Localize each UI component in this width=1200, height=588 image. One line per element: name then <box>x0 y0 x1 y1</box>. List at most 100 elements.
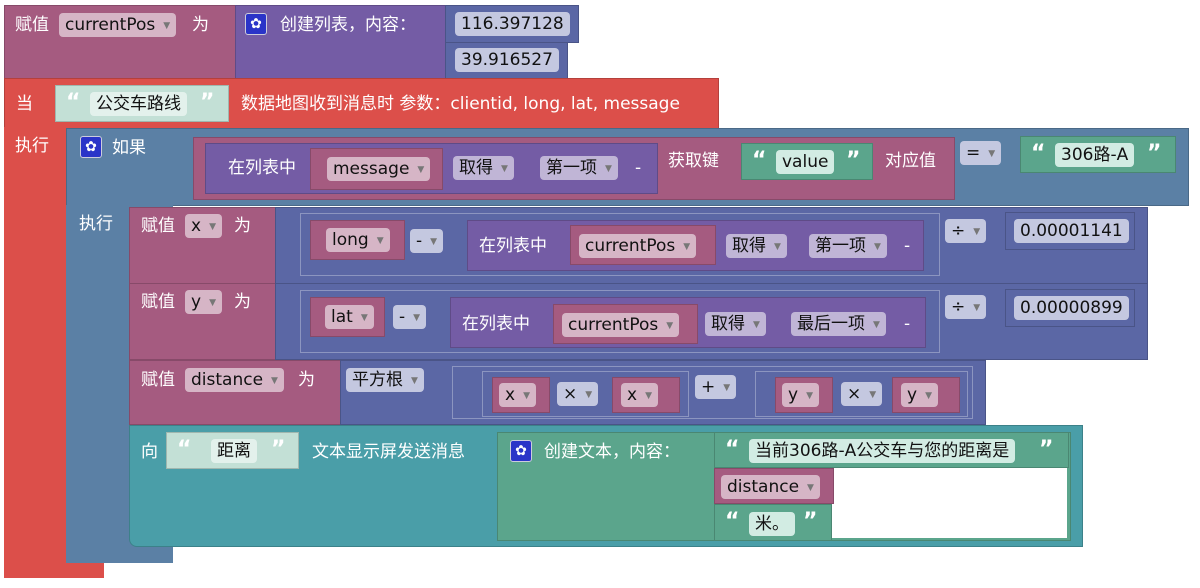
text-field[interactable]: 公交车路线 <box>90 92 187 116</box>
get-mode-dropdown[interactable]: 取得▼ <box>705 312 766 336</box>
number-block[interactable]: 0.00001141 <box>1005 212 1135 250</box>
dropdown-arrow-icon: ▼ <box>209 222 216 232</box>
dropdown-value: long <box>332 230 369 250</box>
operator-dropdown[interactable]: ÷▼ <box>945 219 987 243</box>
dropdown-value: - <box>416 231 423 251</box>
operator-dropdown[interactable]: ×▼ <box>557 382 599 406</box>
set-currentpos-block[interactable]: 赋值 currentPos▼ 为 <box>4 5 236 79</box>
dropdown-value: 平方根 <box>352 370 403 390</box>
position-dropdown[interactable]: 最后一项▼ <box>791 312 886 336</box>
text-field[interactable]: 距离 <box>211 439 257 463</box>
variable-block-message[interactable]: message▼ <box>310 148 443 190</box>
dropdown-arrow-icon: ▼ <box>501 164 508 174</box>
dropdown-arrow-icon: ▼ <box>585 390 593 400</box>
variable-dropdown[interactable]: currentPos▼ <box>562 313 680 337</box>
dropdown-value: x <box>627 385 638 405</box>
dropdown-arrow-icon: ▼ <box>753 320 760 330</box>
dropdown-value: + <box>701 377 716 397</box>
text-field[interactable]: value <box>776 150 835 174</box>
dropdown-value: y <box>907 385 918 405</box>
variable-dropdown[interactable]: message▼ <box>327 157 431 181</box>
variable-block-currentpos[interactable]: currentPos▼ <box>553 304 698 344</box>
text-field[interactable]: 米。 <box>749 512 795 536</box>
create-list-block[interactable]: ✿ 创建列表，内容： <box>235 5 446 79</box>
function-dropdown[interactable]: 平方根 ▼ <box>346 368 424 392</box>
text-field[interactable]: 306路-A <box>1055 143 1135 167</box>
operator-dropdown[interactable]: -▼ <box>393 305 427 329</box>
compare-operator-dropdown[interactable]: =▼ <box>960 141 1002 165</box>
variable-block-y[interactable]: y▼ <box>892 377 960 413</box>
set-y-block[interactable]: 赋值 y▼ 为 <box>129 283 276 360</box>
set-label: 赋值 <box>141 370 175 390</box>
variable-dropdown[interactable]: y▼ <box>782 383 819 407</box>
text-block-key[interactable]: “ value ” <box>741 143 873 180</box>
dropdown-arrow-icon: ▼ <box>869 390 877 400</box>
number-field[interactable]: 116.397128 <box>455 12 570 36</box>
if-label: 如果 <box>112 138 146 158</box>
get-mode-dropdown[interactable]: 取得▼ <box>453 156 514 180</box>
to-label: 为 <box>298 370 315 390</box>
variable-dropdown[interactable]: long ▼ <box>326 228 390 252</box>
open-quote-icon: “ <box>725 437 740 462</box>
variable-block-x[interactable]: x▼ <box>612 377 680 413</box>
dropdown-value: x <box>505 385 516 405</box>
position-dropdown[interactable]: 第一项▼ <box>540 156 618 180</box>
text-block-channel[interactable]: “ 公交车路线 ” <box>55 85 229 122</box>
variable-dropdown[interactable]: x▼ <box>185 214 222 238</box>
operator-dropdown[interactable]: ÷▼ <box>945 295 987 319</box>
variable-block-currentpos[interactable]: currentPos▼ <box>570 225 716 265</box>
gear-icon[interactable]: ✿ <box>510 440 532 462</box>
number-field[interactable]: 39.916527 <box>455 48 559 72</box>
get-key-label: 获取键 <box>668 151 719 171</box>
set-distance-block[interactable]: 赋值 distance▼ 为 <box>129 360 341 425</box>
do-label: 执行 <box>15 136 49 156</box>
variable-block-y[interactable]: y▼ <box>775 377 833 413</box>
variable-block-distance[interactable]: distance▼ <box>714 468 834 504</box>
dropdown-value: ÷ <box>951 221 966 241</box>
number-block[interactable]: 0.00000899 <box>1005 289 1135 327</box>
when-label: 当 <box>16 94 33 114</box>
variable-dropdown[interactable]: lat▼ <box>325 305 374 329</box>
text-block-target[interactable]: “ 距离 ” <box>166 432 299 469</box>
dropdown-arrow-icon: ▼ <box>360 313 368 323</box>
number-block[interactable]: 39.916527 <box>445 42 568 79</box>
dropdown-arrow-icon: ▼ <box>774 242 781 252</box>
dropdown-arrow-icon: ▼ <box>376 236 384 246</box>
number-field[interactable]: 0.00000899 <box>1014 296 1129 320</box>
position-dropdown[interactable]: 第一项▼ <box>809 234 887 258</box>
to-label: 向 <box>141 442 158 462</box>
dropdown-arrow-icon: ▼ <box>413 313 421 323</box>
operator-dropdown[interactable]: +▼ <box>695 375 737 399</box>
text-block-compare[interactable]: “ 306路-A ” <box>1020 136 1176 173</box>
value-of-label: 对应值 <box>885 151 936 171</box>
gear-icon[interactable]: ✿ <box>245 13 267 35</box>
dropdown-value: distance <box>727 477 800 497</box>
dropdown-arrow-icon: ▼ <box>411 376 418 386</box>
gear-icon[interactable]: ✿ <box>80 136 102 158</box>
variable-dropdown[interactable]: y▼ <box>185 290 222 314</box>
variable-block-long[interactable]: long ▼ <box>310 220 405 260</box>
text-block[interactable]: “ 米。 ” <box>714 504 832 541</box>
dropdown-arrow-icon: ▼ <box>925 391 932 401</box>
text-field[interactable]: 当前306路-A公交车与您的距离是 <box>749 439 1016 463</box>
variable-dropdown-currentpos[interactable]: currentPos▼ <box>59 13 177 37</box>
in-list-label: 在列表中 <box>228 158 296 178</box>
operator-dropdown[interactable]: -▼ <box>410 229 444 253</box>
variable-block-x[interactable]: x▼ <box>492 377 550 413</box>
number-block[interactable]: 116.397128 <box>445 5 579 43</box>
send-action-label: 文本显示屏发送消息 <box>312 442 465 462</box>
variable-dropdown[interactable]: currentPos▼ <box>579 234 697 258</box>
variable-block-lat[interactable]: lat▼ <box>310 297 385 337</box>
variable-dropdown[interactable]: y▼ <box>901 383 938 407</box>
variable-dropdown[interactable]: distance▼ <box>721 475 820 499</box>
number-field[interactable]: 0.00001141 <box>1014 219 1129 243</box>
dropdown-value: × <box>847 384 862 404</box>
variable-dropdown[interactable]: x▼ <box>499 383 536 407</box>
get-mode-dropdown[interactable]: 取得▼ <box>726 234 787 258</box>
operator-dropdown[interactable]: ×▼ <box>841 382 883 406</box>
set-x-block[interactable]: 赋值 x▼ 为 <box>129 207 276 284</box>
dropdown-arrow-icon: ▼ <box>723 383 731 393</box>
variable-dropdown[interactable]: x▼ <box>621 383 658 407</box>
variable-dropdown[interactable]: distance▼ <box>185 368 284 392</box>
text-block[interactable]: “ 当前306路-A公交车与您的距离是 ” <box>714 432 1069 468</box>
